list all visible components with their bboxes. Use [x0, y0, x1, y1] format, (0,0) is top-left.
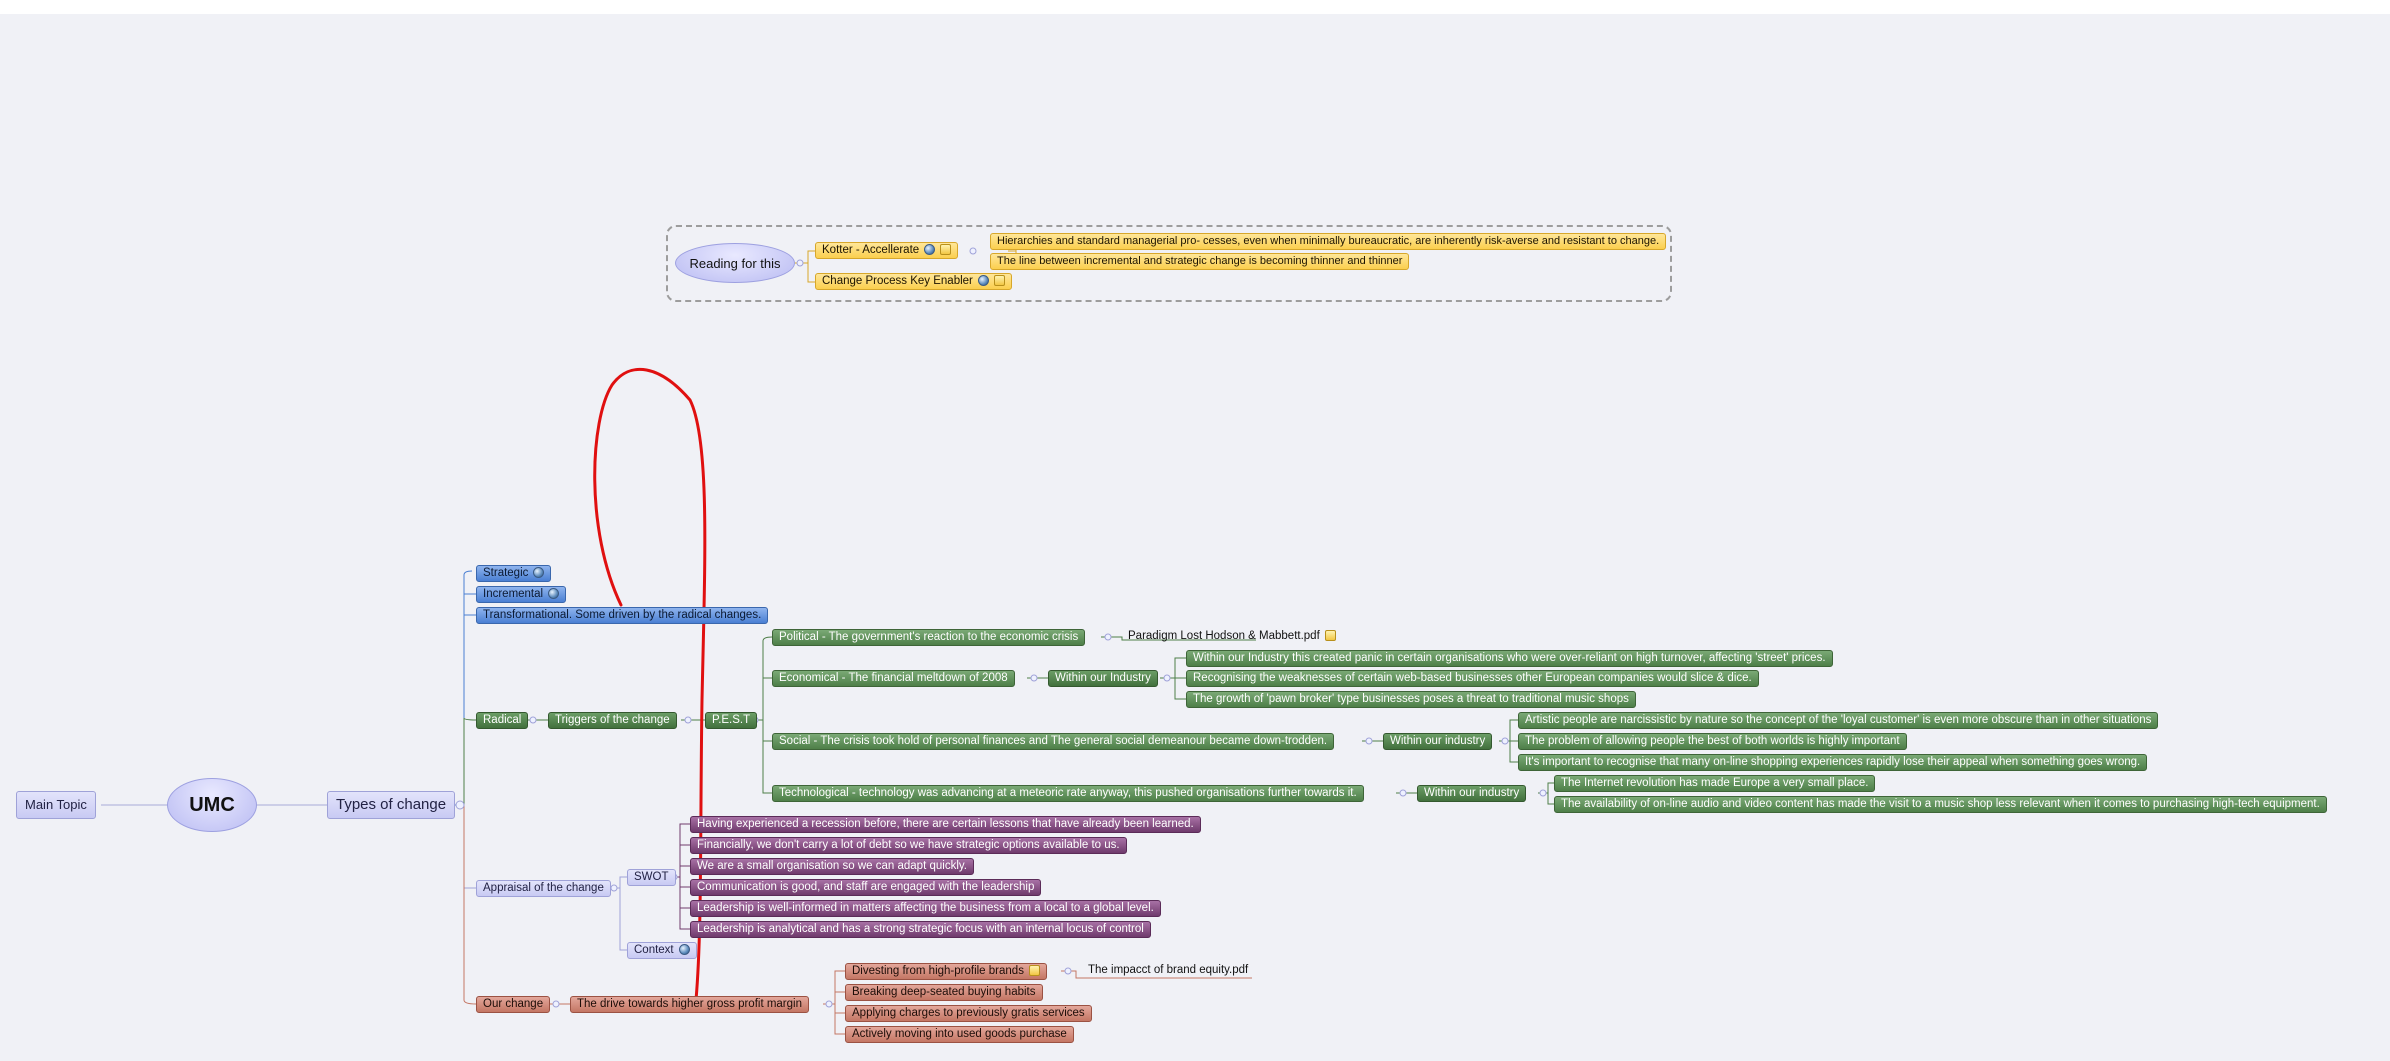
- globe-icon[interactable]: [533, 567, 545, 578]
- swot-topic[interactable]: SWOT: [627, 869, 676, 886]
- strategic-topic[interactable]: Strategic: [476, 565, 552, 582]
- our-change-item-label: Divesting from high-profile brands: [852, 965, 1024, 977]
- swot-item[interactable]: We are a small organisation so we can ad…: [690, 858, 974, 875]
- economical-item[interactable]: Within our Industry this created panic i…: [1186, 650, 1833, 667]
- kotter-note-2[interactable]: The line between incremental and strateg…: [990, 253, 1410, 270]
- social-within-topic[interactable]: Within our industry: [1383, 733, 1493, 750]
- attachment-label: Paradigm Lost Hodson & Mabbett.pdf: [1128, 630, 1320, 642]
- main-topic[interactable]: Main Topic: [16, 791, 96, 819]
- annotation-loop: [593, 368, 707, 1002]
- note-icon[interactable]: [940, 244, 952, 255]
- economical-topic[interactable]: Economical - The financial meltdown of 2…: [772, 670, 1015, 687]
- political-topic[interactable]: Political - The government's reaction to…: [772, 629, 1086, 646]
- swot-item[interactable]: Having experienced a recession before, t…: [690, 816, 1201, 833]
- brand-equity-attachment[interactable]: The impacct of brand equity.pdf: [1088, 964, 1249, 976]
- enabler-label: Change Process Key Enabler: [822, 275, 973, 287]
- social-item[interactable]: Artistic people are narcissistic by natu…: [1518, 712, 2159, 729]
- reading-boundary: [666, 225, 1672, 302]
- kotter-topic[interactable]: Kotter - Accellerate: [815, 242, 959, 259]
- our-change-item[interactable]: Actively moving into used goods purchase: [845, 1026, 1074, 1043]
- social-item[interactable]: The problem of allowing people the best …: [1518, 733, 1907, 750]
- political-attachment[interactable]: Paradigm Lost Hodson & Mabbett.pdf: [1126, 629, 1338, 646]
- kotter-label: Kotter - Accellerate: [822, 244, 920, 256]
- economical-item[interactable]: The growth of 'pawn broker' type busines…: [1186, 691, 1636, 708]
- social-topic[interactable]: Social - The crisis took hold of persona…: [772, 733, 1335, 750]
- window-top-strip: [0, 0, 2390, 14]
- central-topic[interactable]: UMC: [167, 778, 257, 832]
- economical-item[interactable]: Recognising the weaknesses of certain we…: [1186, 670, 1759, 687]
- swot-item[interactable]: Financially, we don't carry a lot of deb…: [690, 837, 1127, 854]
- globe-icon[interactable]: [924, 244, 936, 255]
- types-of-change-topic[interactable]: Types of change: [327, 791, 456, 819]
- technological-topic[interactable]: Technological - technology was advancing…: [772, 785, 1364, 802]
- technological-item[interactable]: The availability of on-line audio and vi…: [1554, 796, 2327, 813]
- context-topic[interactable]: Context: [627, 942, 697, 959]
- strategic-label: Strategic: [483, 567, 529, 579]
- swot-item[interactable]: Leadership is well-informed in matters a…: [690, 900, 1161, 917]
- enabler-topic[interactable]: Change Process Key Enabler: [815, 273, 1012, 290]
- our-change-item[interactable]: Divesting from high-profile brands: [845, 963, 1047, 980]
- economical-within-topic[interactable]: Within our Industry: [1048, 670, 1158, 687]
- triggers-topic[interactable]: Triggers of the change: [548, 712, 677, 729]
- pest-topic[interactable]: P.E.S.T: [705, 712, 758, 729]
- technological-item[interactable]: The Internet revolution has made Europe …: [1554, 775, 1876, 792]
- globe-icon[interactable]: [548, 588, 560, 599]
- social-item[interactable]: It's important to recognise that many on…: [1518, 754, 2148, 771]
- drive-topic[interactable]: The drive towards higher gross profit ma…: [570, 996, 809, 1013]
- globe-icon[interactable]: [977, 275, 989, 286]
- swot-item[interactable]: Communication is good, and staff are eng…: [690, 879, 1042, 896]
- note-icon[interactable]: [1028, 965, 1040, 976]
- our-change-topic[interactable]: Our change: [476, 996, 551, 1013]
- note-icon[interactable]: [993, 275, 1005, 286]
- kotter-note-1[interactable]: Hierarchies and standard managerial pro-…: [990, 233, 1667, 250]
- incremental-topic[interactable]: Incremental: [476, 586, 567, 603]
- radical-topic[interactable]: Radical: [476, 712, 529, 729]
- context-label: Context: [634, 944, 674, 956]
- transformational-topic[interactable]: Transformational. Some driven by the rad…: [476, 607, 769, 624]
- globe-icon[interactable]: [678, 944, 690, 955]
- our-change-item[interactable]: Applying charges to previously gratis se…: [845, 1005, 1092, 1022]
- reading-topic[interactable]: Reading for this: [675, 243, 795, 283]
- note-icon[interactable]: [1324, 630, 1336, 641]
- technological-within-topic[interactable]: Within our industry: [1417, 785, 1527, 802]
- incremental-label: Incremental: [483, 588, 544, 600]
- swot-item[interactable]: Leadership is analytical and has a stron…: [690, 921, 1151, 938]
- appraisal-topic[interactable]: Appraisal of the change: [476, 880, 611, 897]
- our-change-item[interactable]: Breaking deep-seated buying habits: [845, 984, 1043, 1001]
